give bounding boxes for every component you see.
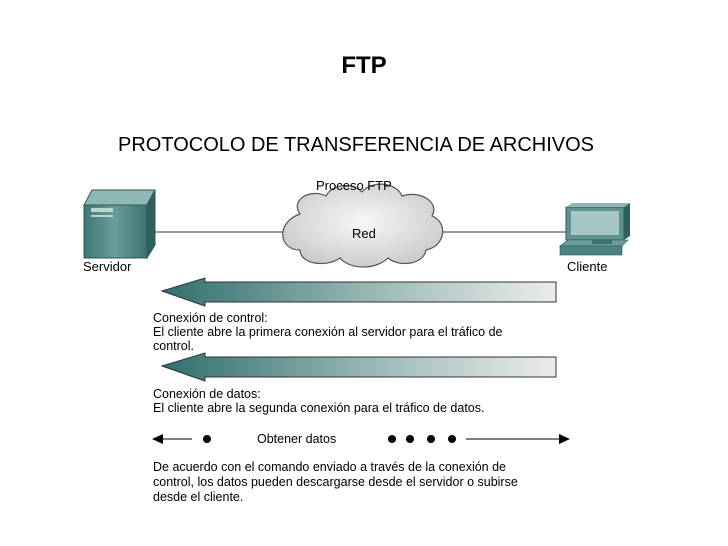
control-connection-description-1: El cliente abre la primera conexión al s… [153,325,503,339]
data-connection-title: Conexión de datos: [153,387,261,401]
client-icon [559,203,630,256]
control-connection-arrow [160,277,557,307]
network-label: Red [352,226,376,241]
get-data-label: Obtener datos [257,432,337,446]
note-line-3: desde el cliente. [153,490,244,504]
network-cloud-icon [282,183,444,268]
note-line-2: control, los datos pueden descargarse de… [153,475,518,489]
control-connection-title: Conexión de control: [153,311,268,325]
slide-title: FTP [341,52,387,79]
data-connection-description: El cliente abre la segunda conexión para… [153,401,485,415]
control-connection-description-2: control. [153,339,194,353]
server-icon [83,189,156,260]
data-connection-arrow [160,352,557,382]
process-label: Proceso FTP [316,178,392,193]
get-data-line [152,434,570,444]
slide-subtitle: PROTOCOLO DE TRANSFERENCIA DE ARCHIVOS [118,134,595,156]
note-line-1: De acuerdo con el comando enviado a trav… [153,460,507,474]
server-label: Servidor [83,259,132,274]
client-label: Cliente [567,259,608,274]
